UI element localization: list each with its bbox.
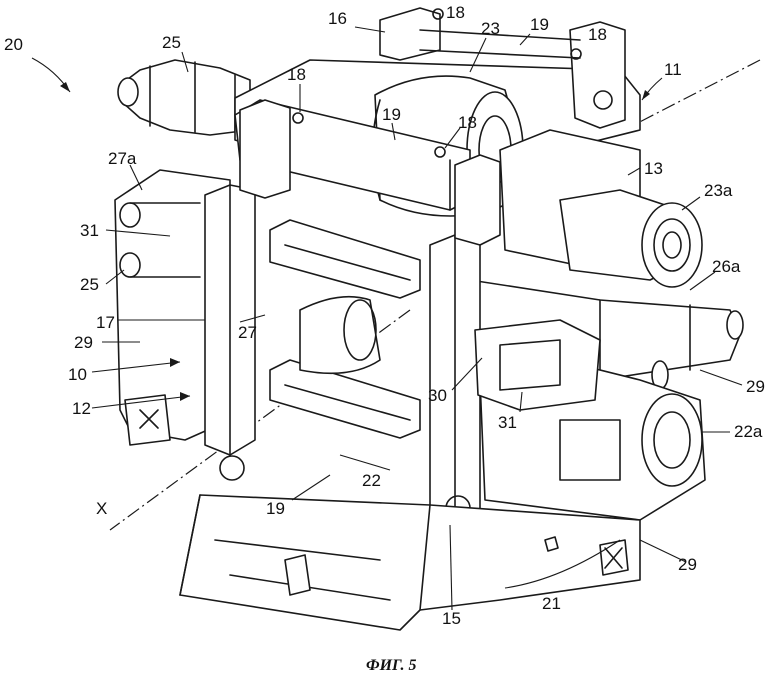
reference-numerals: 20 25 16 18 18 23 19 18 11 18 19 27a 13 … [4,3,765,628]
label-29-right: 29 [746,377,765,396]
front-crosshead [239,99,501,246]
label-23: 23 [481,19,500,38]
label-21: 21 [542,594,561,613]
label-18-b: 18 [588,25,607,44]
upper-roll-left [117,59,251,136]
label-27a: 27a [108,149,137,168]
label-19-mid: 19 [382,105,401,124]
label-12: 12 [72,399,91,418]
label-30: 30 [428,386,447,405]
label-31-left: 31 [80,221,99,240]
label-22a: 22a [734,422,763,441]
label-19-top: 19 [530,15,549,34]
arrows [31,57,663,409]
label-29-low: 29 [678,555,697,574]
label-11: 11 [664,60,682,79]
label-18-a: 18 [446,3,465,22]
lower-chock-22 [269,359,421,439]
label-16: 16 [328,9,347,28]
label-18-c: 18 [287,65,306,84]
figure-caption: ФИГ. 5 [366,657,417,674]
label-31-mid: 31 [498,413,517,432]
axis-line [109,59,761,531]
front-column-17 [204,184,256,481]
label-17: 17 [96,313,115,332]
label-19-low: 19 [266,499,285,518]
label-26a: 26a [712,257,741,276]
label-25-top: 25 [162,33,181,52]
mid-housing [474,319,601,411]
label-20: 20 [4,35,23,54]
upper-chock [269,219,421,299]
label-22: 22 [362,471,381,490]
label-10: 10 [68,365,87,384]
label-25-left: 25 [80,275,99,294]
base-21 [179,494,641,631]
left-frame [114,169,231,446]
leader-lines [102,26,743,611]
label-18-d: 18 [458,113,477,132]
label-29-left: 29 [74,333,93,352]
lifting-hooks [292,8,582,158]
label-13: 13 [644,159,663,178]
label-23a: 23a [704,181,733,200]
right-drive-housing [499,129,703,288]
label-x-axis: X [96,499,107,518]
label-15: 15 [442,609,461,628]
center-roll [299,295,381,375]
label-27: 27 [238,323,257,342]
